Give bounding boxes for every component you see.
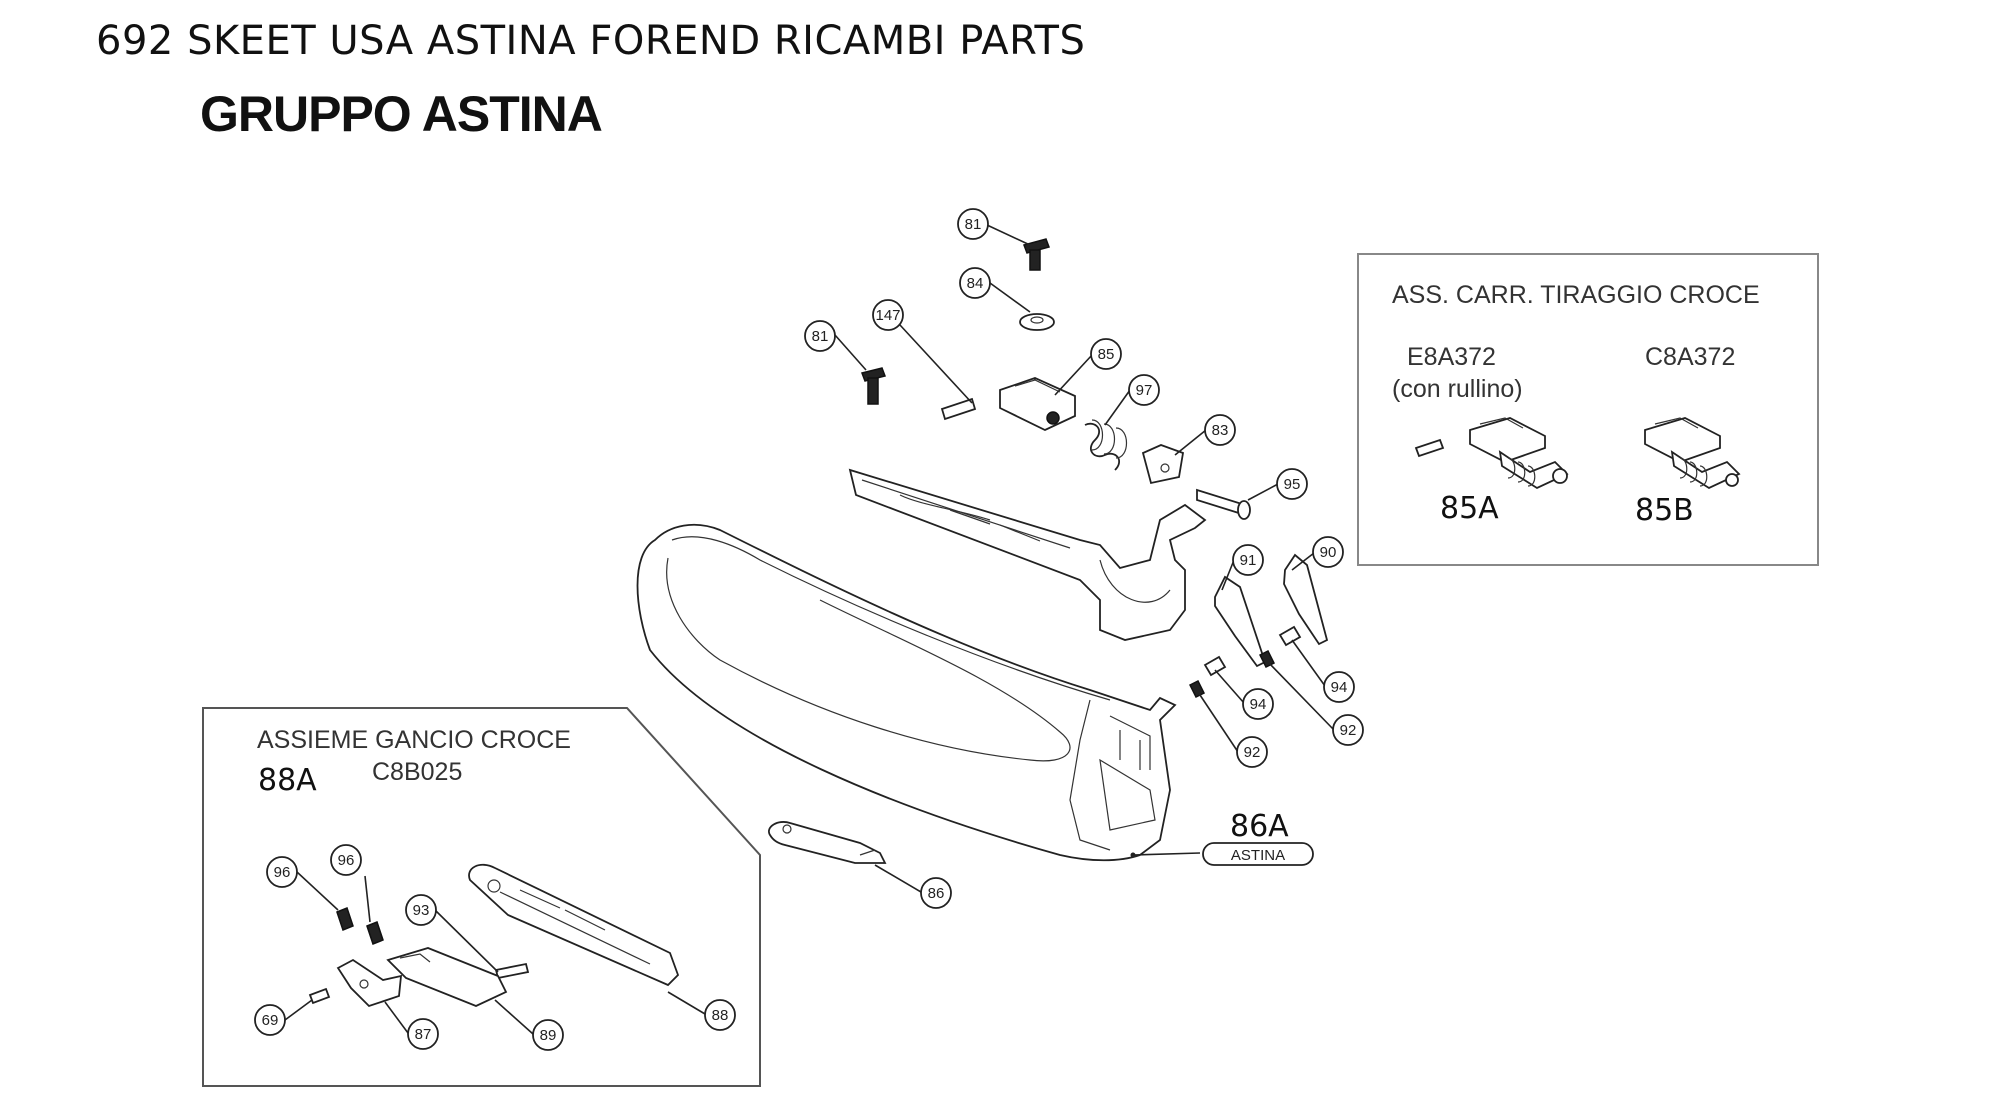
spring-92b	[1258, 649, 1276, 669]
screw-81-top	[1023, 238, 1050, 271]
hook-callout-69	[254, 1004, 286, 1036]
carriage-box-frame	[1357, 253, 1819, 566]
hook-callout-93	[405, 894, 437, 926]
svg-text:91: 91	[1240, 552, 1257, 569]
callout-92b	[1332, 714, 1364, 746]
callout-81-top	[957, 208, 989, 240]
lever-90	[1283, 553, 1329, 646]
spring-92a	[1188, 679, 1206, 699]
pin-93	[494, 962, 530, 980]
variant-b-carriage-drawing	[1644, 417, 1741, 490]
link-86	[768, 821, 887, 864]
svg-text:96: 96	[274, 864, 291, 881]
screw-94a	[1203, 655, 1227, 677]
pin-147	[940, 397, 977, 421]
screw-81-left	[861, 367, 886, 405]
callout-97	[1128, 374, 1160, 406]
hook-callout-96a	[266, 856, 298, 888]
leader-dot	[1130, 852, 1136, 858]
hook-part-label: 88A	[258, 763, 317, 798]
svg-text:94: 94	[1250, 696, 1267, 713]
callout-95	[1276, 468, 1308, 500]
callout-86	[920, 877, 952, 909]
carriage-box-title: ASS. CARR. TIRAGGIO CROCE	[1392, 281, 1760, 309]
svg-text:83: 83	[1212, 422, 1229, 439]
variant-b-code: C8A372	[1645, 343, 1735, 371]
pin-95	[1196, 488, 1251, 520]
page-title: 692 SKEET USA ASTINA FOREND RICAMBI PART…	[96, 18, 1086, 64]
variant-a-note: (con rullino)	[1392, 375, 1523, 403]
pin-69	[308, 987, 331, 1005]
hook-callout-89	[532, 1019, 564, 1051]
hook-assembly-box: ASSIEME GANCIO CROCE 88A C8B025	[202, 707, 761, 1087]
spring-96-left	[336, 907, 354, 931]
lever-91	[1214, 575, 1267, 668]
svg-text:81: 81	[812, 328, 829, 345]
svg-text:92: 92	[1340, 722, 1357, 739]
variant-a-code: E8A372	[1407, 343, 1496, 371]
forend-part-label: 86A	[1230, 809, 1289, 844]
callout-90	[1312, 536, 1344, 568]
svg-text:147: 147	[875, 307, 900, 324]
svg-text:92: 92	[1244, 744, 1261, 761]
svg-text:87: 87	[415, 1026, 432, 1043]
callout-147	[872, 299, 904, 331]
svg-text:90: 90	[1320, 544, 1337, 561]
hook-87	[336, 958, 403, 1008]
svg-text:86: 86	[928, 885, 945, 902]
hook-callout-87	[407, 1018, 439, 1050]
variant-a-label: 85A	[1440, 491, 1499, 526]
block-83	[1141, 444, 1185, 485]
astina-badge-text: ASTINA	[1231, 847, 1285, 864]
callout-83	[1204, 414, 1236, 446]
callout-94b	[1323, 671, 1355, 703]
hook-callout-96b	[330, 844, 362, 876]
variant-b-label: 85B	[1635, 493, 1694, 528]
svg-text:84: 84	[967, 275, 984, 292]
forend-body-drawing	[636, 523, 1177, 862]
callout-94a	[1242, 688, 1274, 720]
leader-86a	[1132, 852, 1201, 856]
callout-92a	[1236, 736, 1268, 768]
svg-text:69: 69	[262, 1012, 279, 1029]
svg-text:97: 97	[1136, 382, 1153, 399]
astina-badge: ASTINA	[1202, 842, 1314, 866]
svg-text:95: 95	[1284, 476, 1301, 493]
spring-97	[1084, 419, 1128, 471]
svg-text:96: 96	[338, 852, 355, 869]
svg-text:93: 93	[413, 902, 430, 919]
hook-code: C8B025	[372, 758, 462, 786]
section-title: GRUPPO ASTINA	[200, 86, 603, 142]
callout-91	[1232, 544, 1264, 576]
svg-text:89: 89	[540, 1027, 557, 1044]
carriage-85	[999, 377, 1076, 431]
callouts-main: 81 84 81 147 85 97 83	[804, 208, 1364, 909]
hook-box-frame	[202, 707, 761, 1087]
carriage-assembly-box: ASS. CARR. TIRAGGIO CROCE E8A372 (con ru…	[1357, 253, 1819, 566]
svg-text:81: 81	[965, 216, 982, 233]
callout-81-left	[804, 320, 836, 352]
hook-callout-88	[704, 999, 736, 1031]
screw-94b	[1278, 625, 1302, 647]
svg-text:88: 88	[712, 1007, 729, 1024]
callout-85	[1090, 338, 1122, 370]
washer-84	[1019, 313, 1055, 331]
variant-a-carriage-drawing	[1469, 417, 1569, 490]
variant-a-pin-drawing	[1414, 438, 1445, 458]
forend-iron-drawing	[848, 468, 1207, 641]
body-88	[468, 863, 680, 987]
spring-96-right	[366, 921, 384, 945]
callout-84	[959, 267, 991, 299]
hook-box-title: ASSIEME GANCIO CROCE	[257, 726, 571, 754]
svg-text:94: 94	[1331, 679, 1348, 696]
svg-text:85: 85	[1098, 346, 1115, 363]
plate-89	[386, 947, 508, 1007]
